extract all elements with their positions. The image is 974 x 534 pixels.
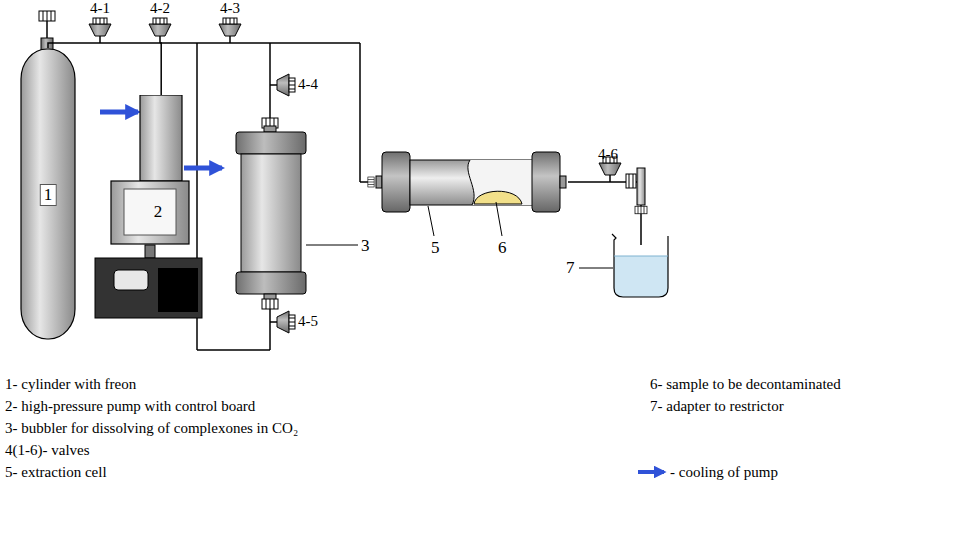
- valve: [89, 18, 111, 43]
- legend-text: - cooling of pump: [670, 464, 778, 481]
- valve-label: 4-1: [90, 0, 110, 17]
- cylinder-valve: [39, 11, 55, 21]
- cylinder-neck: [41, 38, 53, 50]
- valve-label: 4-5: [298, 313, 318, 330]
- extraction-cell: [368, 152, 566, 212]
- callout-number: 6: [498, 238, 507, 257]
- restrictor: [626, 168, 647, 214]
- high-pressure-pump-outline: [110, 95, 190, 245]
- callout-number: 3: [361, 236, 370, 255]
- callout-number: 7: [566, 258, 575, 277]
- legend-arrow: [638, 470, 664, 474]
- valve: [270, 74, 295, 96]
- legend-text: 4(1-6)- valves: [5, 442, 90, 459]
- valve-label: 4-3: [220, 0, 240, 17]
- valve: [219, 18, 241, 43]
- legend-text: 5- extraction cell: [5, 464, 107, 481]
- legend-text: 3- bubbler for dissolving of complexones…: [5, 420, 298, 437]
- pipes: [47, 21, 641, 350]
- part-number: 1: [40, 184, 57, 206]
- legend-text: 6- sample to be decontaminated: [650, 376, 841, 393]
- high-pressure-pump: 2: [110, 95, 190, 245]
- cooling-arrow: [100, 110, 138, 115]
- cooling-arrow: [184, 166, 222, 171]
- legend-text: 2- high-pressure pump with control board: [5, 398, 255, 415]
- valve-label: 4-6: [598, 146, 618, 163]
- gas-cylinder: 1: [20, 48, 76, 340]
- valve-label: 4-4: [298, 76, 318, 93]
- valve: [270, 311, 295, 333]
- callout-number: 5: [431, 238, 440, 257]
- part-number: 2: [151, 202, 166, 222]
- collection-vessel: [612, 234, 668, 297]
- valve-label: 4-2: [150, 0, 170, 17]
- bubbler: [236, 118, 306, 309]
- legend-text: 1- cylinder with freon: [5, 376, 136, 393]
- legend-text: 7- adapter to restrictor: [650, 398, 784, 415]
- valve: [149, 18, 171, 43]
- control-board: [95, 245, 202, 318]
